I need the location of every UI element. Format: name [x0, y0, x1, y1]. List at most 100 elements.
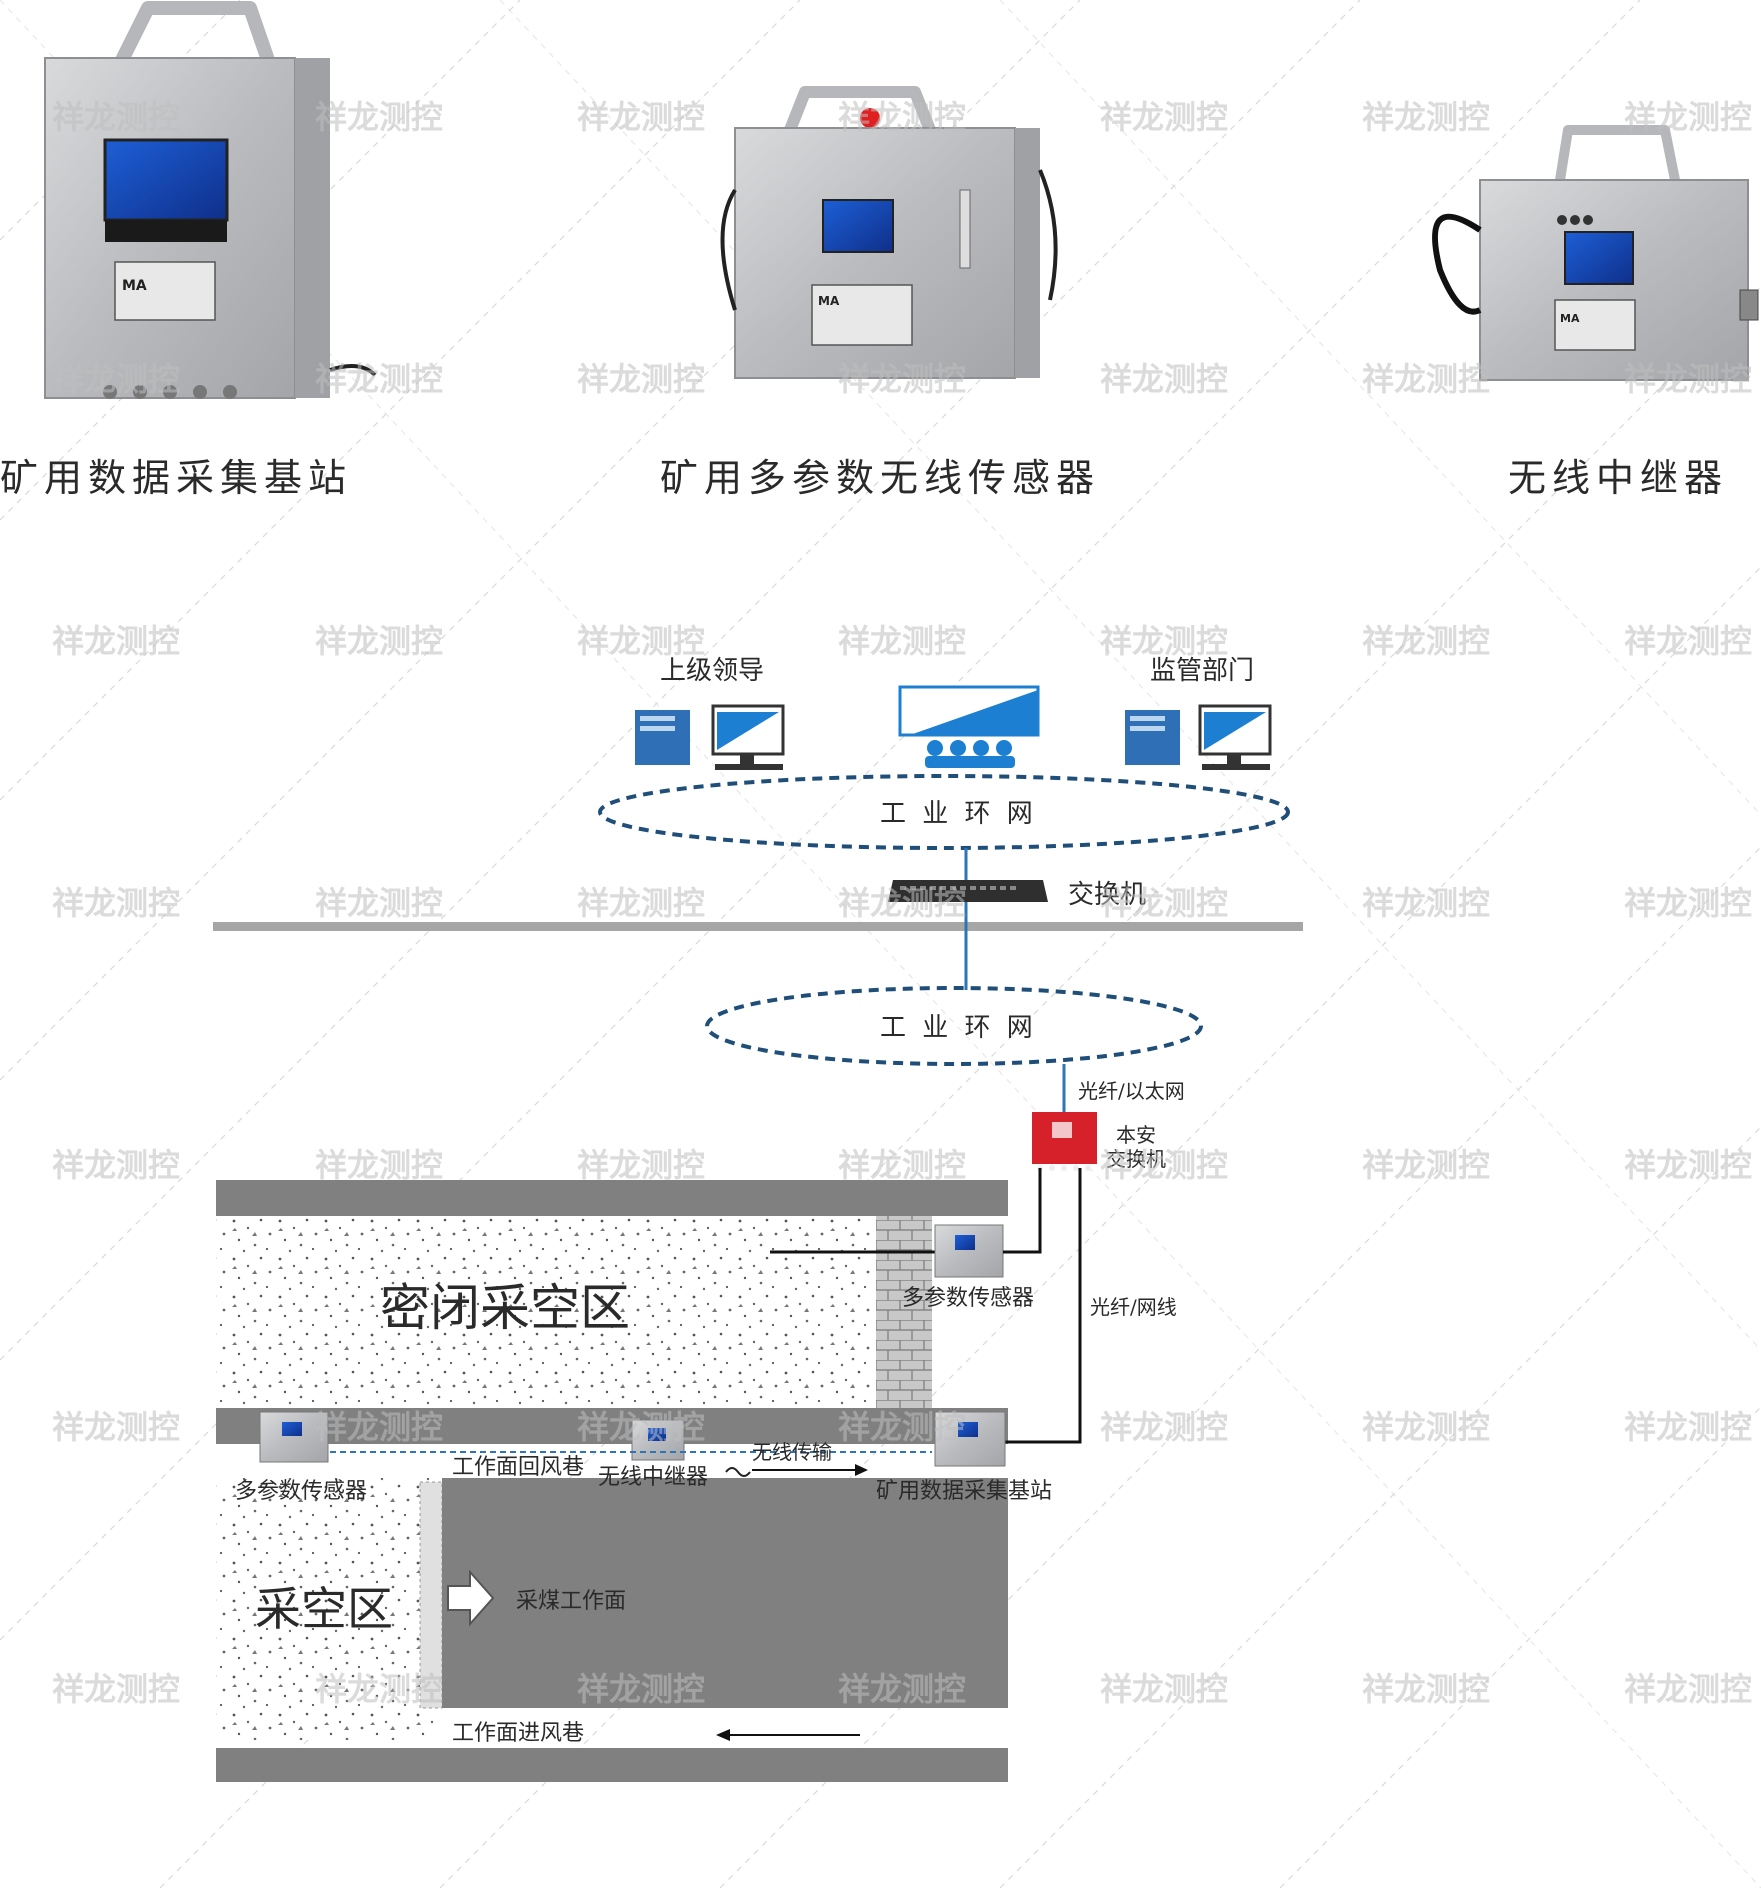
sensor-left-device-icon	[259, 1411, 329, 1463]
monitor-left-icon	[711, 704, 785, 770]
return-airway-label: 工作面回风巷	[452, 1455, 584, 1480]
intrinsic-safety-switch-icon	[1032, 1112, 1097, 1171]
svg-text:祥龙测控: 祥龙测控	[577, 360, 705, 398]
caption-repeater: 无线中继器	[1508, 456, 1728, 500]
wireless-label: 无线传输	[752, 1440, 832, 1464]
svg-text:祥龙测控: 祥龙测控	[577, 884, 705, 922]
rock-bottom-wall	[216, 1748, 1008, 1782]
sensor-upper-label: 多参数传感器	[902, 1286, 1034, 1311]
goaf-label: 采空区	[255, 1582, 393, 1636]
safety-switch-label-1: 本安	[1116, 1123, 1156, 1147]
svg-text:祥龙测控: 祥龙测控	[52, 1146, 180, 1184]
svg-text:祥龙测控: 祥龙测控	[1100, 98, 1228, 136]
svg-text:祥龙测控: 祥龙测控	[838, 1670, 966, 1708]
coal-block	[442, 1478, 1008, 1708]
svg-text:祥龙测控: 祥龙测控	[1362, 98, 1490, 136]
ring-network-bottom	[705, 986, 1203, 1066]
svg-text:祥龙测控: 祥龙测控	[1362, 1670, 1490, 1708]
goaf-area	[216, 1478, 436, 1740]
svg-text:祥龙测控: 祥龙测控	[838, 1408, 966, 1446]
svg-text:祥龙测控: 祥龙测控	[1624, 1146, 1752, 1184]
sealed-goaf-area	[216, 1216, 876, 1408]
svg-text:祥龙测控: 祥龙测控	[52, 1670, 180, 1708]
svg-text:祥龙测控: 祥龙测控	[315, 1146, 443, 1184]
svg-text:祥龙测控: 祥龙测控	[1362, 1146, 1490, 1184]
display-wall-icon	[898, 685, 1040, 768]
svg-text:祥龙测控: 祥龙测控	[52, 1408, 180, 1446]
svg-text:MA: MA	[1560, 312, 1580, 325]
monitor-right-icon	[1198, 704, 1272, 770]
ring-top-label: 工 业 环 网	[880, 799, 1037, 829]
label-superior: 上级领导	[660, 656, 764, 686]
svg-text:祥龙测控: 祥龙测控	[52, 98, 180, 136]
svg-text:祥龙测控: 祥龙测控	[577, 1146, 705, 1184]
sensor-left-label: 多参数传感器	[235, 1479, 367, 1504]
product-sensor-image: MA	[720, 86, 1058, 379]
ring-network-top	[598, 774, 1290, 850]
svg-text:祥龙测控: 祥龙测控	[838, 622, 966, 660]
sensor-upper-device-icon	[934, 1224, 1004, 1278]
base-station-label: 矿用数据采集基站	[876, 1479, 1052, 1504]
svg-text:祥龙测控: 祥龙测控	[315, 1408, 443, 1446]
fiber-ethernet-label: 光纤/以太网	[1078, 1079, 1185, 1103]
cable-sensor-switch	[1003, 1168, 1042, 1254]
svg-text:祥龙测控: 祥龙测控	[1100, 360, 1228, 398]
svg-text:祥龙测控: 祥龙测控	[577, 622, 705, 660]
svg-text:祥龙测控: 祥龙测控	[1362, 1408, 1490, 1446]
switch-label: 交换机	[1068, 880, 1146, 910]
server-left-icon	[635, 710, 690, 765]
svg-text:祥龙测控: 祥龙测控	[577, 98, 705, 136]
svg-text:祥龙测控: 祥龙测控	[838, 884, 966, 922]
caption-sensor: 矿用多参数无线传感器	[660, 456, 1100, 500]
svg-text:祥龙测控: 祥龙测控	[1362, 622, 1490, 660]
product-base-station-image: MA	[44, 1, 377, 399]
svg-text:祥龙测控: 祥龙测控	[1362, 360, 1490, 398]
server-right-icon	[1125, 710, 1180, 765]
svg-text:祥龙测控: 祥龙测控	[315, 884, 443, 922]
seal-brick-wall	[876, 1216, 932, 1408]
svg-text:祥龙测控: 祥龙测控	[1624, 1408, 1752, 1446]
svg-text:祥龙测控: 祥龙测控	[315, 360, 443, 398]
svg-text:祥龙测控: 祥龙测控	[577, 1408, 705, 1446]
svg-text:祥龙测控: 祥龙测控	[1100, 1146, 1228, 1184]
svg-text:祥龙测控: 祥龙测控	[52, 884, 180, 922]
svg-text:祥龙测控: 祥龙测控	[1100, 1670, 1228, 1708]
label-regulator: 监管部门	[1150, 656, 1254, 686]
svg-text:祥龙测控: 祥龙测控	[1624, 884, 1752, 922]
working-face-label: 采煤工作面	[516, 1589, 626, 1614]
sealed-goaf-label: 密闭采空区	[380, 1279, 630, 1337]
cable-base-switch	[1005, 1168, 1082, 1444]
svg-text:祥龙测控: 祥龙测控	[1100, 1408, 1228, 1446]
caption-base-station: 矿用数据采集基站	[0, 456, 352, 500]
svg-text:祥龙测控: 祥龙测控	[1624, 622, 1752, 660]
svg-text:祥龙测控: 祥龙测控	[838, 1146, 966, 1184]
svg-text:祥龙测控: 祥龙测控	[315, 98, 443, 136]
intake-arrow-head	[716, 1729, 730, 1741]
base-station-device-icon	[934, 1411, 1006, 1467]
svg-text:祥龙测控: 祥龙测控	[838, 98, 966, 136]
wireless-arrow-head	[855, 1464, 868, 1476]
safety-switch-label-2: 交换机	[1106, 1147, 1166, 1171]
product-repeater-image: MA	[1432, 125, 1759, 381]
fiber-cable-label: 光纤/网线	[1090, 1295, 1177, 1319]
repeater-device-icon	[631, 1419, 685, 1461]
svg-text:祥龙测控: 祥龙测控	[1624, 360, 1752, 398]
svg-text:MA: MA	[122, 278, 147, 294]
rock-top-wall	[216, 1180, 1008, 1216]
svg-text:祥龙测控: 祥龙测控	[1624, 98, 1752, 136]
svg-text:祥龙测控: 祥龙测控	[1362, 884, 1490, 922]
svg-text:祥龙测控: 祥龙测控	[315, 622, 443, 660]
watermarks: 祥龙测控 祥龙测控 祥龙测控 祥龙测控 祥龙测控 祥龙测控 祥龙测控 祥龙测控 …	[52, 98, 1752, 1708]
svg-text:祥龙测控: 祥龙测控	[315, 1670, 443, 1708]
svg-text:祥龙测控: 祥龙测控	[577, 1670, 705, 1708]
svg-text:祥龙测控: 祥龙测控	[838, 360, 966, 398]
network-switch-icon	[888, 880, 1048, 902]
svg-text:祥龙测控: 祥龙测控	[1100, 884, 1228, 922]
svg-text:祥龙测控: 祥龙测控	[52, 622, 180, 660]
ground-surface-line	[213, 922, 1303, 931]
svg-text:祥龙测控: 祥龙测控	[52, 360, 180, 398]
advance-arrow-icon	[447, 1569, 495, 1627]
ring-bottom-label: 工 业 环 网	[880, 1013, 1037, 1043]
rock-middle-wall	[216, 1408, 1008, 1444]
